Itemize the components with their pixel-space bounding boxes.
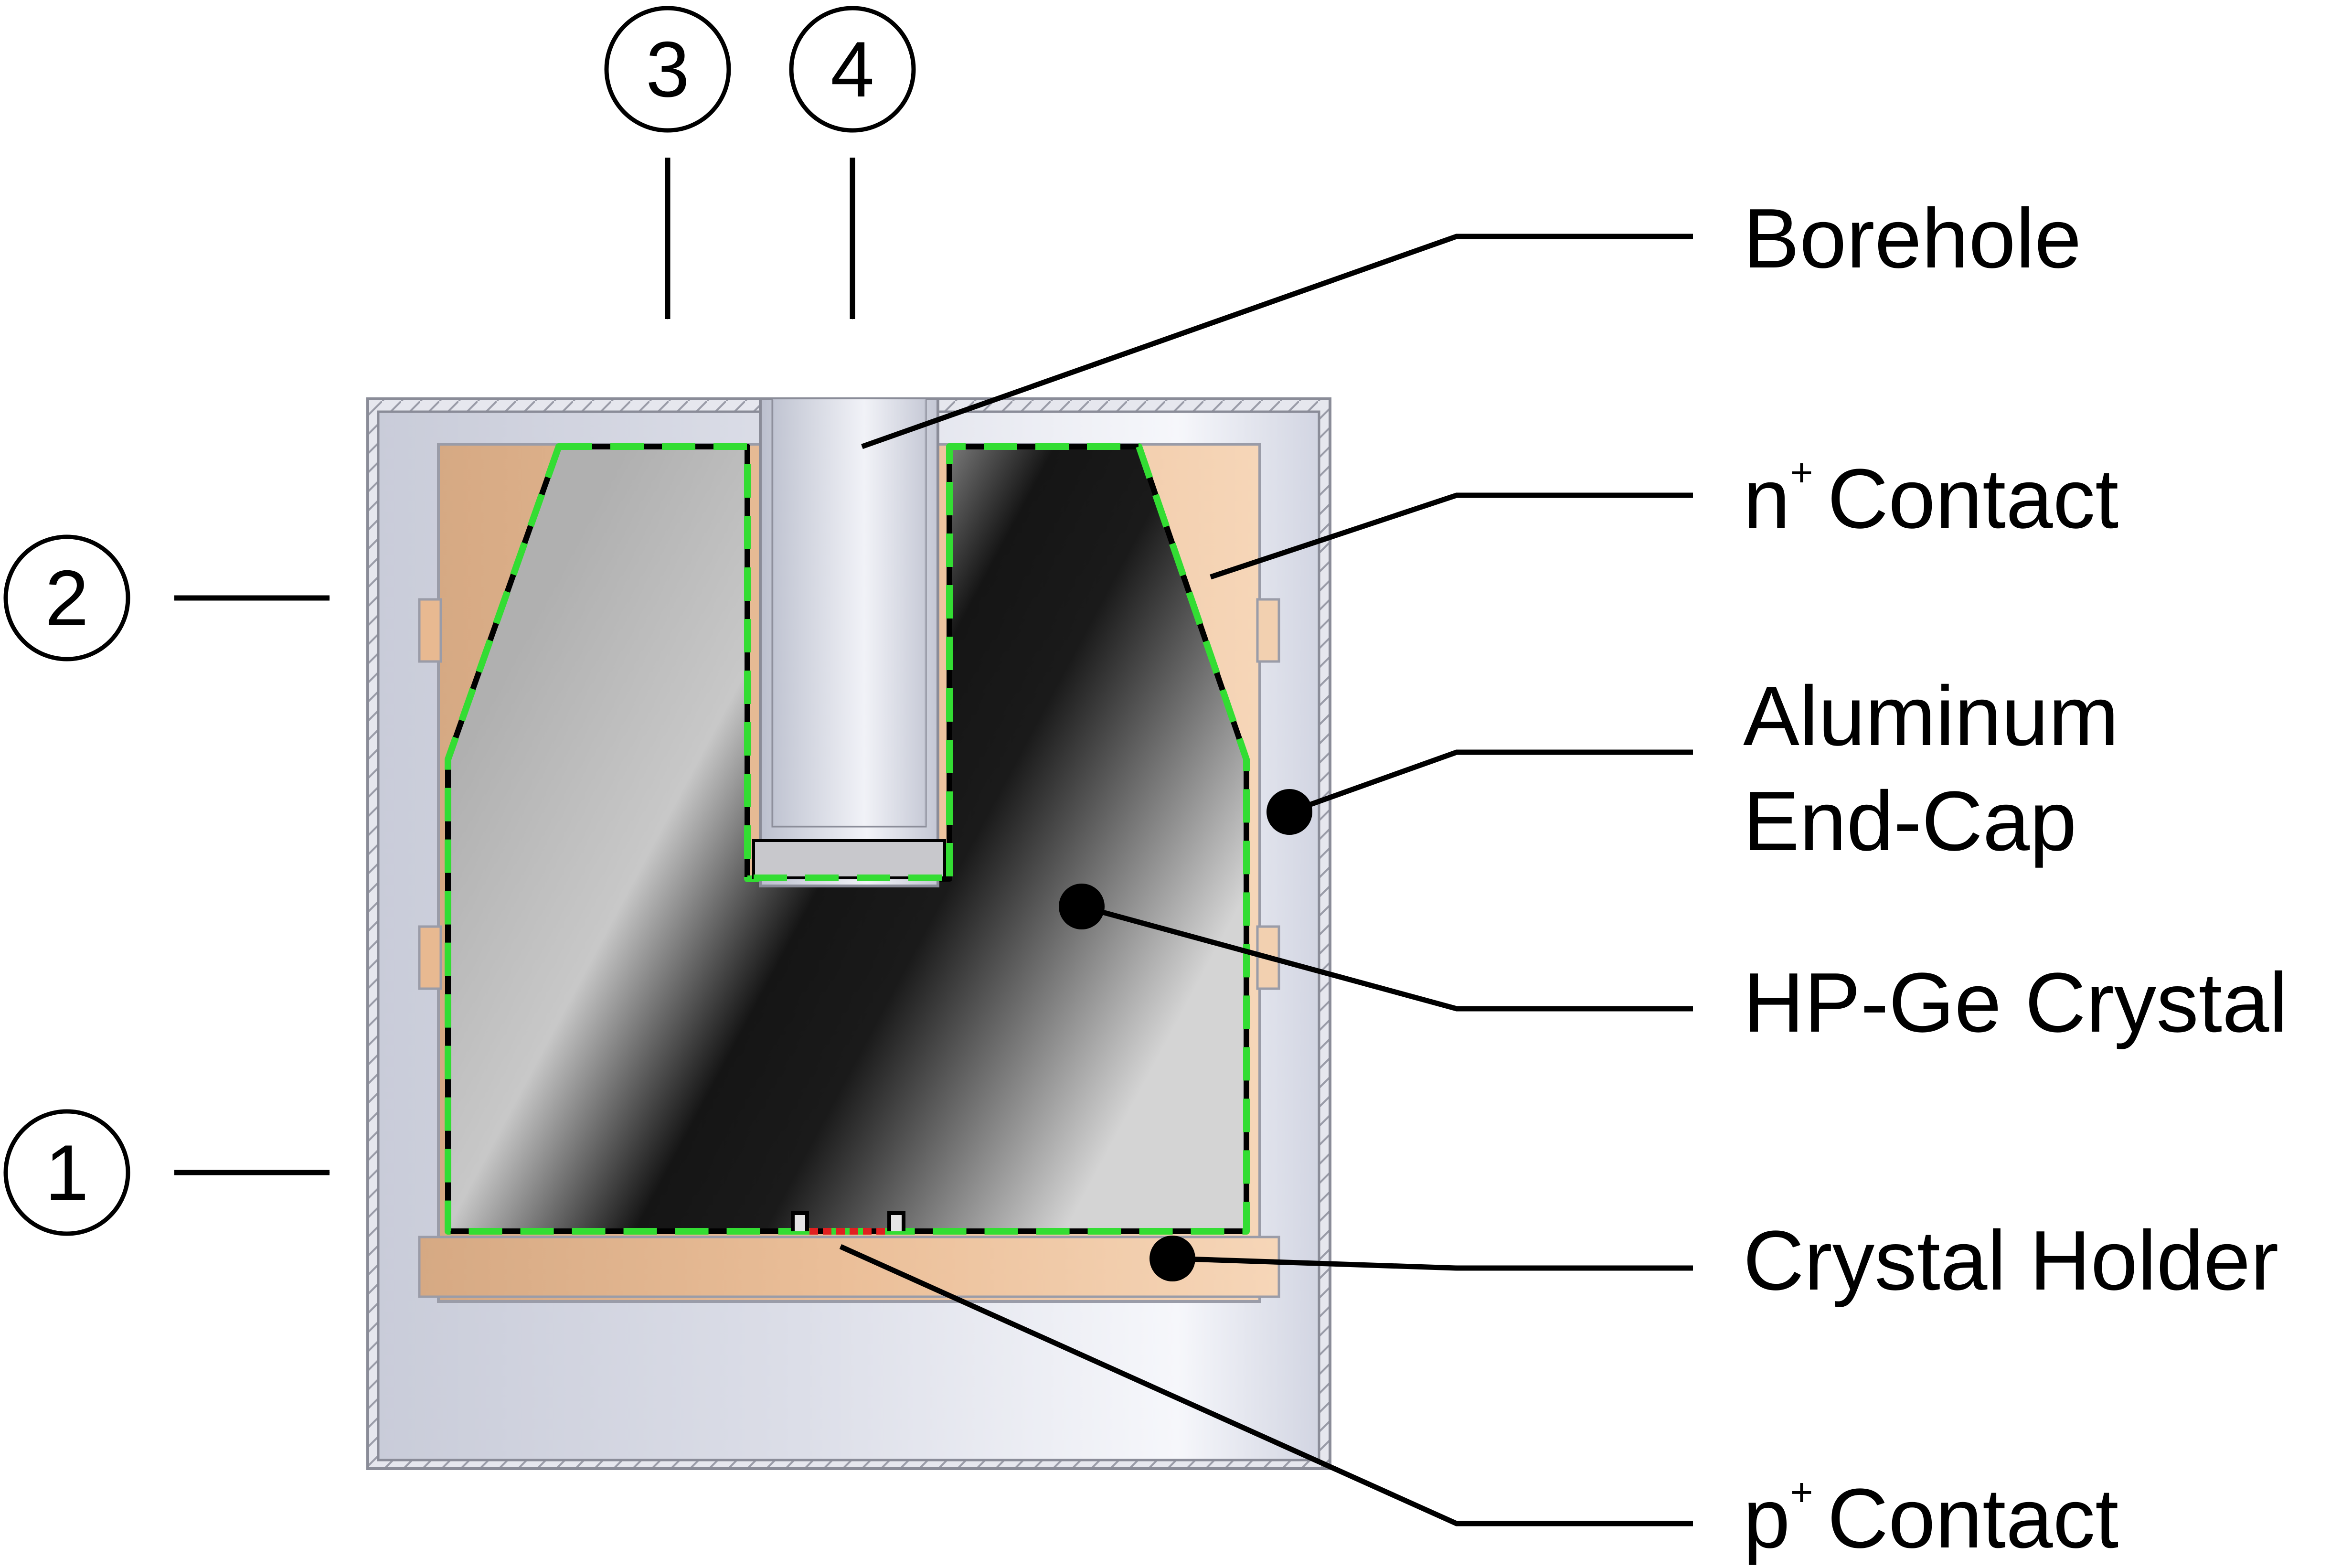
label-p-contact: p+Contact bbox=[1743, 1471, 2118, 1566]
marker-3: 3 bbox=[604, 6, 731, 320]
marker-2: 2 bbox=[3, 534, 330, 661]
label-crystal: HP-Ge Crystal bbox=[1743, 955, 2288, 1050]
crystal-leader bbox=[1081, 904, 1693, 1012]
marker-4: 4 bbox=[789, 6, 916, 320]
label-n-contact: n+Contact bbox=[1743, 451, 2118, 546]
holder-leader bbox=[1172, 1256, 1693, 1271]
svg-text:1: 1 bbox=[45, 1129, 89, 1216]
hpge-crystal bbox=[445, 443, 1250, 1235]
callout-lines bbox=[839, 234, 1693, 1526]
n-contact-leader bbox=[1210, 492, 1693, 580]
label-holder: Crystal Holder bbox=[1743, 1213, 2278, 1308]
p-contact-leader bbox=[839, 1244, 1693, 1526]
borehole bbox=[752, 397, 946, 887]
svg-text:4: 4 bbox=[830, 25, 874, 113]
label-endcap-line1: Aluminum bbox=[1743, 669, 2119, 763]
endcap-leader bbox=[1288, 749, 1693, 815]
borehole-leader bbox=[861, 234, 1693, 449]
endcap-dot bbox=[1266, 789, 1312, 835]
marker-1: 1 bbox=[3, 1109, 330, 1236]
p-plus-contact bbox=[791, 1211, 905, 1235]
holder-dot bbox=[1149, 1236, 1195, 1281]
svg-text:2: 2 bbox=[45, 554, 89, 642]
n-plus-contact-dead-layer bbox=[445, 443, 1250, 1235]
label-endcap-line2: End-Cap bbox=[1743, 774, 2077, 868]
label-borehole: Borehole bbox=[1743, 191, 2082, 286]
svg-text:3: 3 bbox=[646, 25, 690, 113]
crystal-dot bbox=[1059, 884, 1105, 929]
